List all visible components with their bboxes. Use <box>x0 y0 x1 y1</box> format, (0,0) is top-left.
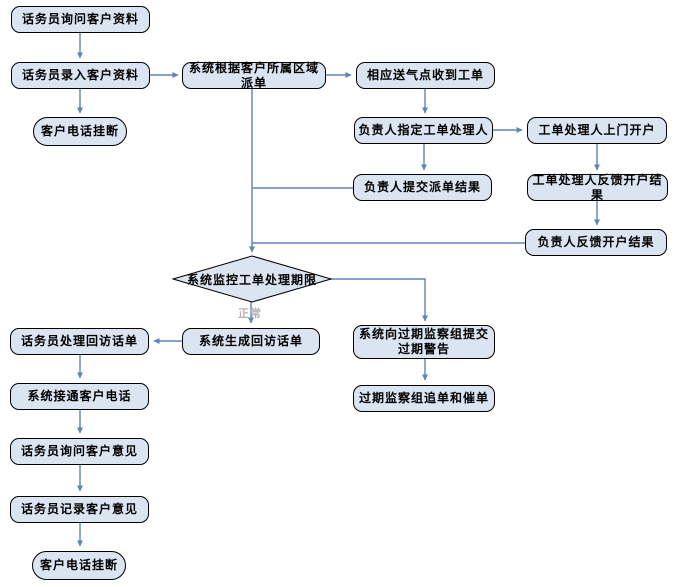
node-gas-point: 相应送气点收到工单 <box>356 62 495 89</box>
node-overdue-chase: 过期监察组追单和催单 <box>353 385 495 412</box>
edge-label-normal: 正常 <box>238 307 262 320</box>
connector-monitor-to-warning <box>330 278 428 322</box>
node-hangup-bottom: 客户电话挂断 <box>32 551 126 580</box>
decision-diamond-shape <box>171 255 333 303</box>
node-ask-info: 话务员询问客户资料 <box>11 6 150 33</box>
node-overdue-warning: 系统向过期监察组提交过期警告 <box>353 325 495 359</box>
node-gen-callback: 系统生成回访话单 <box>182 328 320 355</box>
node-handle-callback: 话务员处理回访话单 <box>10 328 149 355</box>
node-assign-handler: 负责人指定工单处理人 <box>354 117 493 144</box>
node-connect-phone: 系统接通客户电话 <box>10 383 149 410</box>
node-ask-opinion: 话务员询问客户意见 <box>10 438 149 465</box>
node-monitor-label: 系统监控工单处理期限 <box>186 272 317 287</box>
node-monitor-decision: 系统监控工单处理期限 <box>171 255 333 303</box>
node-enter-info: 话务员录入客户资料 <box>11 62 150 89</box>
node-door-open: 工单处理人上门开户 <box>527 117 667 144</box>
node-charge-feedback: 负责人反馈开户结果 <box>525 229 667 256</box>
node-handler-feedback: 工单处理人反馈开户结果 <box>527 173 668 202</box>
node-dispatch: 系统根据客户所属区域派单 <box>182 61 326 90</box>
node-hangup-top: 客户电话挂断 <box>33 117 127 146</box>
node-submit-dispatch: 负责人提交派单结果 <box>353 174 492 201</box>
node-record-opinion: 话务员记录客户意见 <box>10 496 149 523</box>
